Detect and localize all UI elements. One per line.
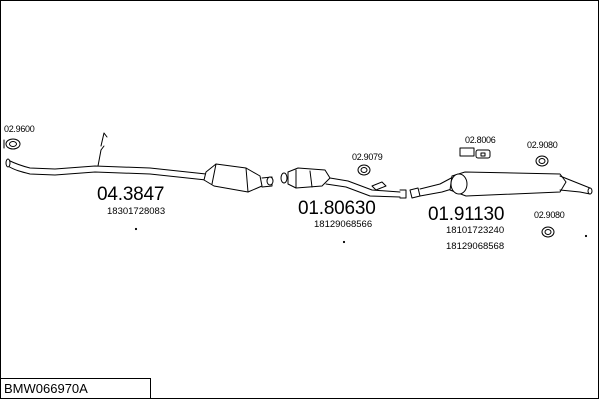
- reference-box: [0, 378, 151, 399]
- part-label-04-3847: 04.3847: [97, 184, 165, 205]
- oem-label-18101723240: 18101723240: [446, 225, 505, 236]
- reference-code: BMW066970A: [4, 381, 88, 396]
- part-label-02-9600: 02.9600: [4, 124, 35, 134]
- part-label-02-9080-lower: 02.9080: [534, 210, 565, 220]
- part-label-02-9080-upper: 02.9080: [527, 140, 558, 150]
- clamp-02-8006: [459, 147, 491, 159]
- part-label-01-91130: 01.91130: [428, 204, 505, 225]
- part-label-01-80630: 01.80630: [298, 198, 376, 219]
- gasket-02-9600: [3, 138, 21, 150]
- rear-silencer: [409, 171, 593, 199]
- catalytic-converter: [203, 163, 274, 193]
- mounting-02-9080-upper: [535, 155, 549, 167]
- part-label-02-8006: 02.8006: [465, 135, 496, 145]
- oem-label-18301728083: 18301728083: [107, 206, 166, 217]
- oem-label-18129068568: 18129068568: [446, 241, 505, 252]
- oem-label-18129068566: 18129068566: [314, 219, 373, 230]
- mounting-02-9080-lower: [541, 226, 555, 238]
- front-pipe: [5, 132, 207, 181]
- part-label-02-9079: 02.9079: [352, 152, 383, 162]
- clamp-02-9079: [357, 164, 371, 176]
- centre-silencer: [280, 167, 407, 199]
